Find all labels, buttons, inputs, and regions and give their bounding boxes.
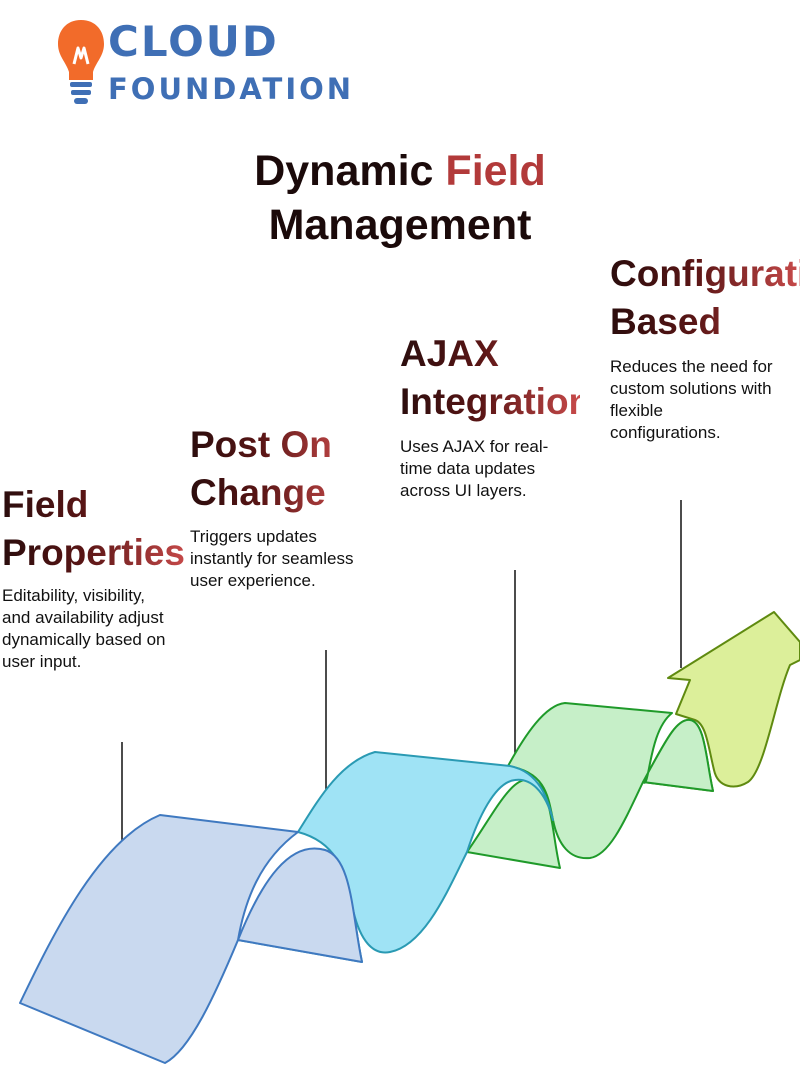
step-title-post-on-change: Post On Change	[190, 421, 350, 517]
step-desc-post-on-change: Triggers updates instantly for seamless …	[190, 526, 353, 592]
desc-line: Editability, visibility,	[2, 586, 145, 605]
step-title-line-a: Post On	[190, 421, 350, 469]
desc-line: dynamically based on	[2, 630, 166, 649]
step-title-ajax-integration: AJAX Integration	[400, 330, 580, 426]
desc-line: user experience.	[190, 571, 316, 590]
brand-name-line2: FOUNDATION	[108, 72, 355, 106]
desc-line: and availability adjust	[2, 608, 164, 627]
step-title-field-properties: Field Properties	[2, 481, 187, 577]
desc-line: Uses AJAX for real-	[400, 437, 549, 456]
title-line-1: Dynamic Field	[200, 144, 600, 198]
step-title-line-b: Change	[190, 469, 350, 517]
desc-line: Reduces the need for	[610, 357, 773, 376]
lightbulb-icon	[58, 20, 104, 104]
brand-logo: CLOUD FOUNDATION	[56, 17, 351, 110]
step-desc-field-properties: Editability, visibility, and availabilit…	[2, 585, 165, 673]
step-title-line-a: Configuration	[610, 250, 800, 298]
step-desc-ajax-integration: Uses AJAX for real- time data updates ac…	[400, 436, 548, 502]
desc-line: custom solutions with	[610, 379, 772, 398]
desc-line: across UI layers.	[400, 481, 527, 500]
desc-line: Triggers updates	[190, 527, 317, 546]
brand-name-line1: CLOUD	[108, 17, 279, 66]
step-title-line-a: AJAX	[400, 330, 580, 378]
title-part-2: Field	[445, 147, 546, 195]
desc-line: user input.	[2, 652, 82, 671]
title-part-1: Dynamic	[254, 147, 446, 195]
ribbon-segment-3	[507, 702, 714, 860]
step-desc-configuration-based: Reduces the need for custom solutions wi…	[610, 356, 773, 444]
desc-line: instantly for seamless	[190, 549, 354, 568]
step-title-configuration-based: Configuration Based	[610, 250, 800, 346]
step-title-line-b: Properties	[2, 529, 187, 577]
desc-line: flexible	[610, 401, 663, 420]
desc-line: time data updates	[400, 459, 536, 478]
desc-line: configurations.	[610, 423, 721, 442]
ribbon-segment-1	[19, 814, 363, 1064]
step-title-line-a: Field	[2, 481, 187, 529]
title-line-2: Management	[268, 201, 532, 249]
step-title-line-b: Based	[610, 298, 800, 346]
ribbon-arrow-head	[667, 611, 800, 788]
step-title-line-b: Integration	[400, 378, 580, 426]
page-title: Dynamic Field Management	[200, 144, 600, 252]
